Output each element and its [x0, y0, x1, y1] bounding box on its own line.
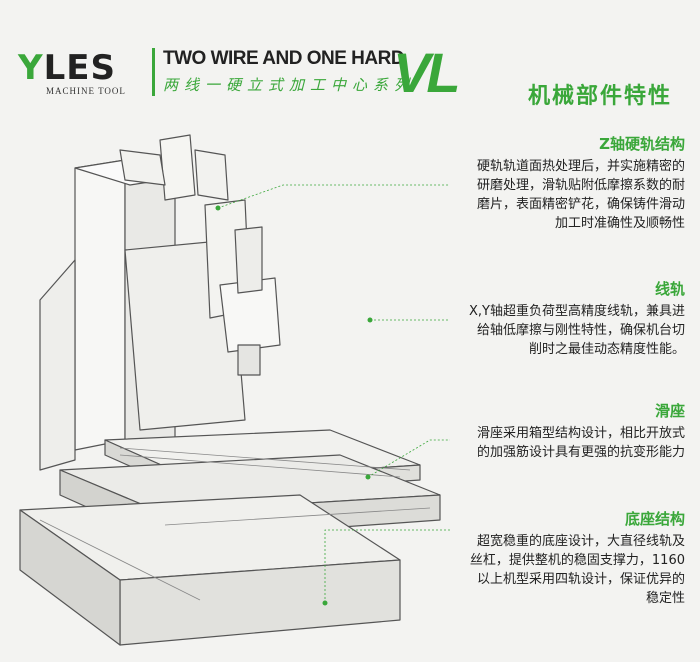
feature-linear-rail: 线轨 X,Y轴超重负荷型高精度线轨，兼具进 给轴低摩擦与刚性特性，确保机台切 削… [455, 278, 685, 359]
feature-line: 研磨处理，滑轨贴附低摩擦系数的耐 [476, 178, 685, 193]
feature-line: 给轴低摩擦与刚性特性，确保机台切 [476, 323, 685, 338]
feature-line: 稳定性 [645, 591, 685, 606]
feature-line: 滑座采用箱型结构设计，相比开放式 [476, 426, 685, 441]
section-title: 机械部件特性 [528, 84, 673, 109]
feature-z-axis-hard-rail: Z轴硬轨结构 硬轨轨道面热处理后，并实施精密的 研磨处理，滑轨贴附低摩擦系数的耐… [455, 133, 685, 233]
model-mark: VL [393, 41, 461, 104]
machine-illustration [19, 134, 450, 646]
headline-chinese: 两线一硬立式加工中心系列 [163, 76, 416, 94]
header-divider [152, 48, 155, 96]
brand-logo: YLES MACHINE TOOL [18, 48, 148, 100]
feature-saddle: 滑座 滑座采用箱型结构设计，相比开放式 的加强筋设计具有更强的抗变形能力 [455, 400, 685, 462]
feature-line: 硬轨轨道面热处理后，并实施精密的 [476, 159, 685, 174]
logo-subtitle: MACHINE TOOL [46, 86, 126, 96]
feature-line: X,Y轴超重负荷型高精度线轨，兼具进 [469, 304, 685, 319]
feature-title: Z轴硬轨结构 [599, 135, 685, 153]
feature-title: 线轨 [654, 280, 685, 298]
feature-line: 以上机型采用四轨设计，保证优异的 [476, 572, 685, 587]
header: YLES MACHINE TOOL TWO WIRE AND ONE HARD … [0, 0, 700, 115]
feature-title: 底座结构 [624, 510, 685, 528]
logo-prefix: Y [18, 48, 44, 88]
feature-base-structure: 底座结构 超宽稳重的底座设计，大直径线轨及 丝杠，提供整机的稳固支撑力，1160… [455, 508, 685, 608]
feature-title: 滑座 [654, 402, 685, 420]
feature-line: 削时之最佳动态精度性能。 [528, 342, 685, 357]
feature-line: 加工时准确性及顺畅性 [554, 216, 685, 231]
logo-wordmark: YLES [18, 48, 116, 88]
logo-rest: LES [43, 48, 117, 88]
feature-line: 超宽稳重的底座设计，大直径线轨及 [476, 534, 685, 549]
headline-english: TWO WIRE AND ONE HARD [163, 48, 405, 69]
feature-line: 的加强筋设计具有更强的抗变形能力 [476, 445, 685, 460]
feature-line: 磨片，表面精密铲花，确保铸件滑动 [476, 197, 685, 212]
feature-line: 丝杠，提供整机的稳固支撑力，1160 [469, 553, 685, 568]
